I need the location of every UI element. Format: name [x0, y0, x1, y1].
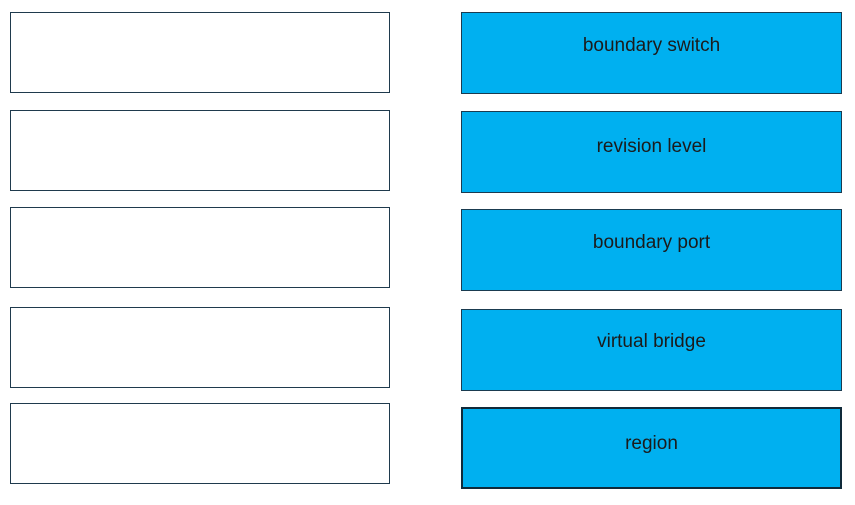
- answer-option-label: virtual bridge: [597, 331, 706, 352]
- drop-target-4[interactable]: [10, 307, 390, 388]
- answer-option-label: region: [625, 433, 678, 454]
- answer-option-label: boundary switch: [582, 35, 721, 56]
- drop-target-5[interactable]: [10, 403, 390, 484]
- answer-option-label: boundary port: [592, 232, 711, 253]
- drop-target-3[interactable]: [10, 207, 390, 288]
- answer-option-region[interactable]: region: [461, 407, 842, 489]
- answer-option-boundary-switch[interactable]: boundary switch: [461, 12, 842, 94]
- answer-option-virtual-bridge[interactable]: virtual bridge: [461, 309, 842, 391]
- answer-option-revision-level[interactable]: revision level: [461, 111, 842, 193]
- answer-option-boundary-port[interactable]: boundary port: [461, 209, 842, 291]
- drop-target-2[interactable]: [10, 110, 390, 191]
- answer-option-label: revision level: [596, 136, 707, 157]
- drop-target-1[interactable]: [10, 12, 390, 93]
